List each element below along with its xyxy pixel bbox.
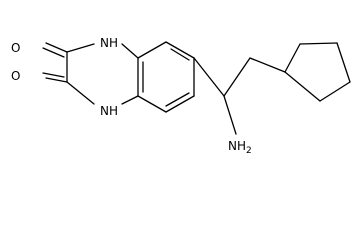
nh-top-label: NH bbox=[100, 36, 118, 50]
bond-c6-c5-double bbox=[165, 92, 190, 107]
bond-ch2-cyclopentyl bbox=[249, 57, 286, 73]
bond-c2-o-top-a bbox=[45, 42, 68, 53]
bond-ch-ch2 bbox=[223, 57, 251, 97]
amine-nh: NH bbox=[228, 139, 246, 153]
bond-ch-nh2 bbox=[223, 95, 237, 135]
bond-c2-nh-top bbox=[66, 43, 95, 53]
bond-c5-c4a bbox=[137, 95, 167, 113]
bond-c8a-c8 bbox=[137, 41, 167, 59]
bond-c3-nh-bottom bbox=[66, 81, 95, 105]
amine-subscript: 2 bbox=[246, 146, 252, 156]
oxygen-top-label: O bbox=[11, 41, 20, 55]
bond-c7-ch bbox=[193, 57, 225, 97]
bond-c8-c7 bbox=[165, 41, 195, 59]
bond-c3-o-bottom-a bbox=[45, 77, 68, 83]
oxygen-bottom-label: O bbox=[11, 69, 20, 83]
bond-nh-top-c8a bbox=[121, 43, 139, 59]
amine-label: NH2 bbox=[228, 139, 252, 156]
bond-nh-bottom-c4a bbox=[121, 95, 139, 105]
bond-cp-1-2 bbox=[284, 43, 301, 73]
bond-c8-c7-double bbox=[170, 48, 190, 61]
bond-cp-4-5 bbox=[319, 81, 351, 102]
bond-c2-o-top-b bbox=[42, 47, 65, 58]
structure-diagram: O O NH NH NH2 bbox=[11, 36, 351, 156]
bond-cp-2-3 bbox=[299, 42, 338, 45]
bond-cp-5-1 bbox=[284, 71, 321, 102]
bond-c6-c5 bbox=[165, 95, 195, 113]
atom-labels: O O NH NH NH2 bbox=[11, 36, 252, 156]
bond-lines bbox=[42, 41, 351, 135]
nh-bottom-label: NH bbox=[100, 104, 118, 118]
bond-cp-3-4 bbox=[336, 42, 351, 83]
bond-c3-o-bottom-b bbox=[42, 72, 65, 78]
